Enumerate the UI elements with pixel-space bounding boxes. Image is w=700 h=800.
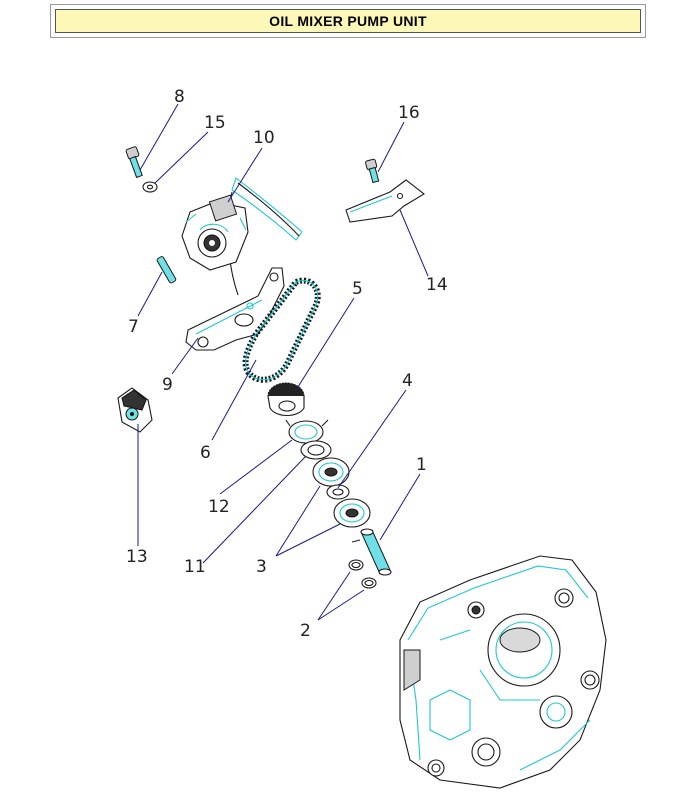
callout-8: 8 xyxy=(174,87,185,107)
part-9-mounting-plate[interactable] xyxy=(185,267,285,351)
callout-12: 12 xyxy=(208,497,230,517)
callout-3: 3 xyxy=(256,557,267,577)
part-13-bracket[interactable] xyxy=(117,387,153,433)
part-14-cover-plate[interactable] xyxy=(345,179,425,223)
callout-9: 9 xyxy=(162,375,173,395)
callout-14: 14 xyxy=(426,275,448,295)
leader-lines xyxy=(137,103,429,621)
part-11-washer[interactable] xyxy=(300,440,332,460)
callout-5: 5 xyxy=(352,279,363,299)
part-8-bolt[interactable] xyxy=(125,146,143,179)
callout-1: 1 xyxy=(416,455,427,475)
part-5-pulley[interactable] xyxy=(267,382,305,417)
part-15-washer[interactable] xyxy=(142,181,158,193)
callout-15: 15 xyxy=(204,113,226,133)
callout-11: 11 xyxy=(184,557,206,577)
part-6-belt[interactable] xyxy=(242,277,321,383)
callout-labels: 8 15 10 16 14 7 9 5 6 4 12 11 13 3 1 2 xyxy=(126,87,448,641)
part-1-shaft[interactable] xyxy=(351,528,392,576)
title-box: OIL MIXER PUMP UNIT xyxy=(55,9,641,33)
part-7-pin[interactable] xyxy=(156,256,177,284)
crankcase-housing xyxy=(399,555,607,789)
callout-4: 4 xyxy=(402,371,413,391)
callout-10: 10 xyxy=(253,128,275,148)
part-3-bearing-upper[interactable] xyxy=(312,457,350,487)
part-10-pump-body[interactable] xyxy=(181,177,303,296)
part-16-screw[interactable] xyxy=(365,158,380,184)
part-12-circlip[interactable] xyxy=(285,419,329,444)
part-2-o-rings[interactable] xyxy=(348,559,377,589)
title-frame: OIL MIXER PUMP UNIT xyxy=(50,4,646,38)
callout-7: 7 xyxy=(128,317,139,337)
callout-16: 16 xyxy=(398,103,420,123)
callout-2: 2 xyxy=(300,621,311,641)
part-4-spacer[interactable] xyxy=(326,484,350,500)
callout-6: 6 xyxy=(200,443,211,463)
callout-13: 13 xyxy=(126,547,148,567)
part-3-bearing-lower[interactable] xyxy=(333,498,371,528)
page-title: OIL MIXER PUMP UNIT xyxy=(269,13,427,29)
